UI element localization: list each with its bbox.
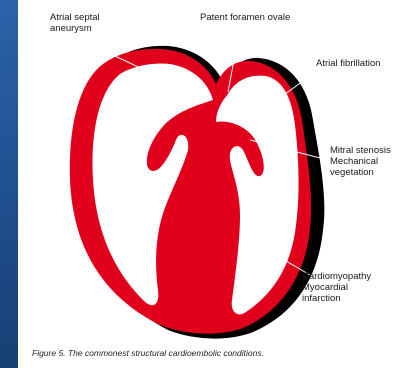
label-cardiomyopathy: Cardiomyopathy Myocardial infarction xyxy=(302,271,371,304)
heart-diagram xyxy=(18,0,412,368)
label-atrial-septal-aneurysm: Atrial septal aneurysm xyxy=(50,12,100,34)
label-patent-foramen-ovale: Patent foramen ovale xyxy=(200,12,290,23)
figure-panel: Atrial septal aneurysm Patent foramen ov… xyxy=(18,0,412,368)
figure-caption: Figure 5. The commonest structural cardi… xyxy=(32,348,264,358)
label-mitral-stenosis: Mitral stenosis Mechanical vegetation xyxy=(330,145,391,178)
label-atrial-fibrillation: Atrial fibrillation xyxy=(316,58,380,69)
